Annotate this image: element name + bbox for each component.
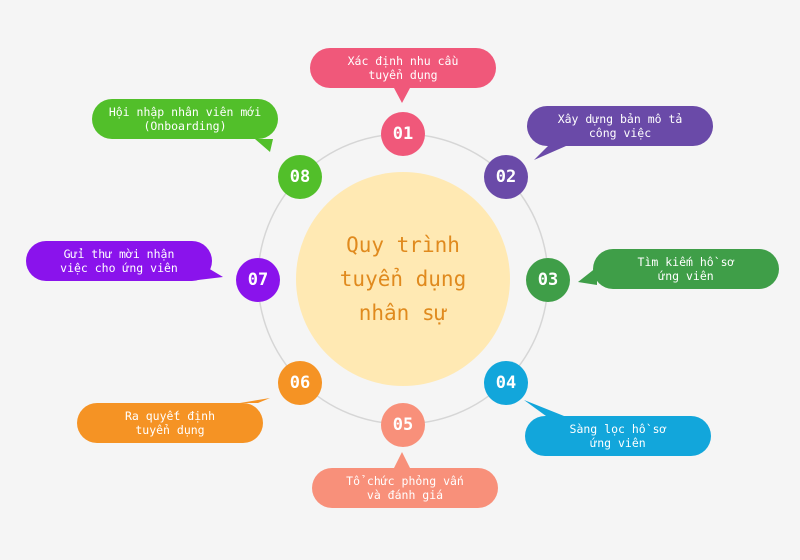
step-number: 03: [537, 270, 559, 290]
step-bubble-06[interactable]: Ra quyết định tuyển dụng: [77, 403, 263, 443]
step-number: 04: [495, 373, 517, 393]
step-bubble-03[interactable]: Tìm kiếm hồ sơ ứng viên: [593, 249, 779, 289]
step-label: Xác định nhu cầu tuyển dụng: [347, 54, 459, 82]
step-label: Tổ chức phỏng vấn và đánh giá: [346, 474, 464, 502]
center-title: Quy trình tuyển dụng nhân sự: [339, 233, 467, 325]
step-number: 02: [495, 167, 517, 187]
step-bubble-02[interactable]: Xây dựng bản mô tả công việc: [527, 106, 713, 146]
step-circle-07[interactable]: 07: [236, 258, 280, 302]
step-circle-03[interactable]: 03: [526, 258, 570, 302]
step-number: 01: [392, 124, 414, 144]
step-bubble-07[interactable]: Gửi thư mời nhận việc cho ứng viên: [26, 241, 212, 281]
step-label: Hội nhập nhân viên mới (Onboarding): [108, 105, 262, 133]
step-circle-04[interactable]: 04: [484, 361, 528, 405]
step-label: Sàng lọc hồ sơ ứng viên: [569, 422, 667, 450]
step-number: 05: [392, 415, 414, 435]
step-number: 06: [289, 373, 311, 393]
step-circle-08[interactable]: 08: [278, 155, 322, 199]
step-bubble-01[interactable]: Xác định nhu cầu tuyển dụng: [310, 48, 496, 88]
step-number: 07: [247, 270, 269, 290]
step-bubble-08[interactable]: Hội nhập nhân viên mới (Onboarding): [92, 99, 278, 139]
step-circle-01[interactable]: 01: [381, 112, 425, 156]
step-number: 08: [289, 167, 311, 187]
step-circle-06[interactable]: 06: [278, 361, 322, 405]
step-circle-02[interactable]: 02: [484, 155, 528, 199]
step-bubble-04[interactable]: Sàng lọc hồ sơ ứng viên: [525, 416, 711, 456]
center-circle: Quy trình tuyển dụng nhân sự: [296, 172, 510, 386]
step-label: Ra quyết định tuyển dụng: [124, 409, 215, 437]
step-circle-05[interactable]: 05: [381, 403, 425, 447]
step-label: Tìm kiếm hồ sơ ứng viên: [637, 255, 735, 283]
step-label: Xây dựng bản mô tả công việc: [557, 112, 683, 140]
step-bubble-05[interactable]: Tổ chức phỏng vấn và đánh giá: [312, 468, 498, 508]
step-label: Gửi thư mời nhận việc cho ứng viên: [60, 247, 178, 275]
